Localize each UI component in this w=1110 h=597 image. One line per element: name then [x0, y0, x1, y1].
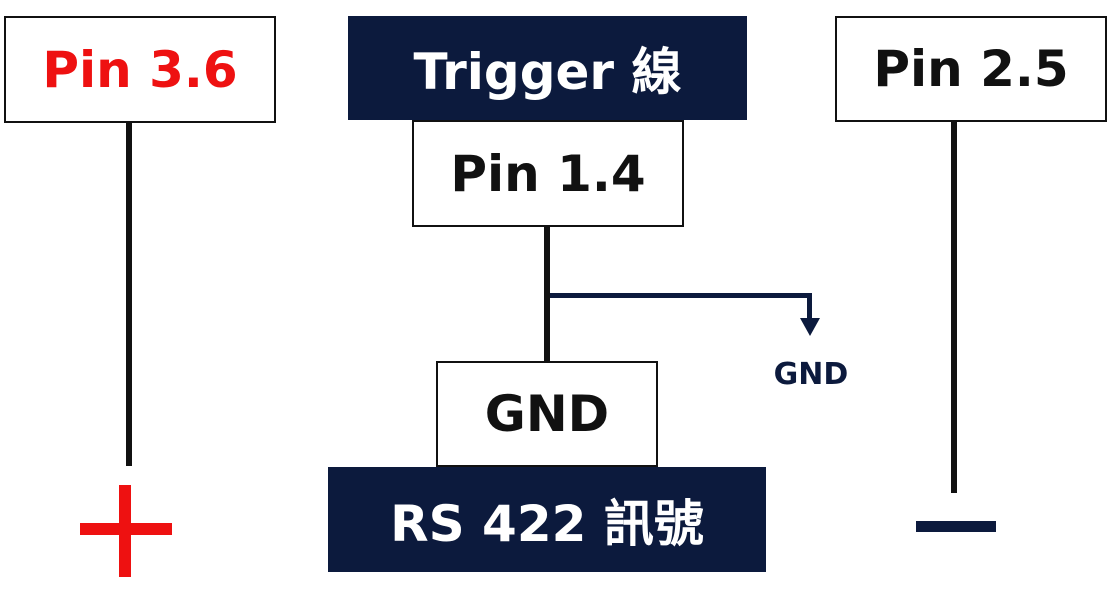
plus-icon [80, 485, 172, 577]
pin-3-6-box: Pin 3.6 [4, 16, 276, 123]
pin-2-5-box: Pin 2.5 [835, 16, 1107, 122]
gnd-box-label: GND [484, 385, 610, 443]
pin-2-5-wire [951, 122, 957, 493]
pin-1-4-box: Pin 1.4 [412, 120, 684, 227]
trigger-line-label: Trigger 線 [413, 43, 682, 101]
pin-3-6-label: Pin 3.6 [42, 40, 238, 99]
minus-icon [916, 521, 996, 532]
pin-1-4-wire [544, 227, 550, 361]
gnd-branch-label: GND [773, 356, 849, 392]
arrow-down-icon [800, 318, 820, 336]
gnd-branch-vertical [807, 293, 812, 319]
gnd-box: GND [436, 361, 658, 467]
gnd-branch-horizontal [550, 293, 812, 298]
rs-422-signal-box: RS 422 訊號 [328, 467, 766, 572]
pin-3-6-wire [126, 123, 132, 466]
pin-1-4-label: Pin 1.4 [450, 144, 646, 203]
rs-422-signal-label: RS 422 訊號 [390, 494, 704, 553]
trigger-line-box: Trigger 線 [348, 16, 747, 120]
pin-2-5-label: Pin 2.5 [873, 40, 1069, 98]
